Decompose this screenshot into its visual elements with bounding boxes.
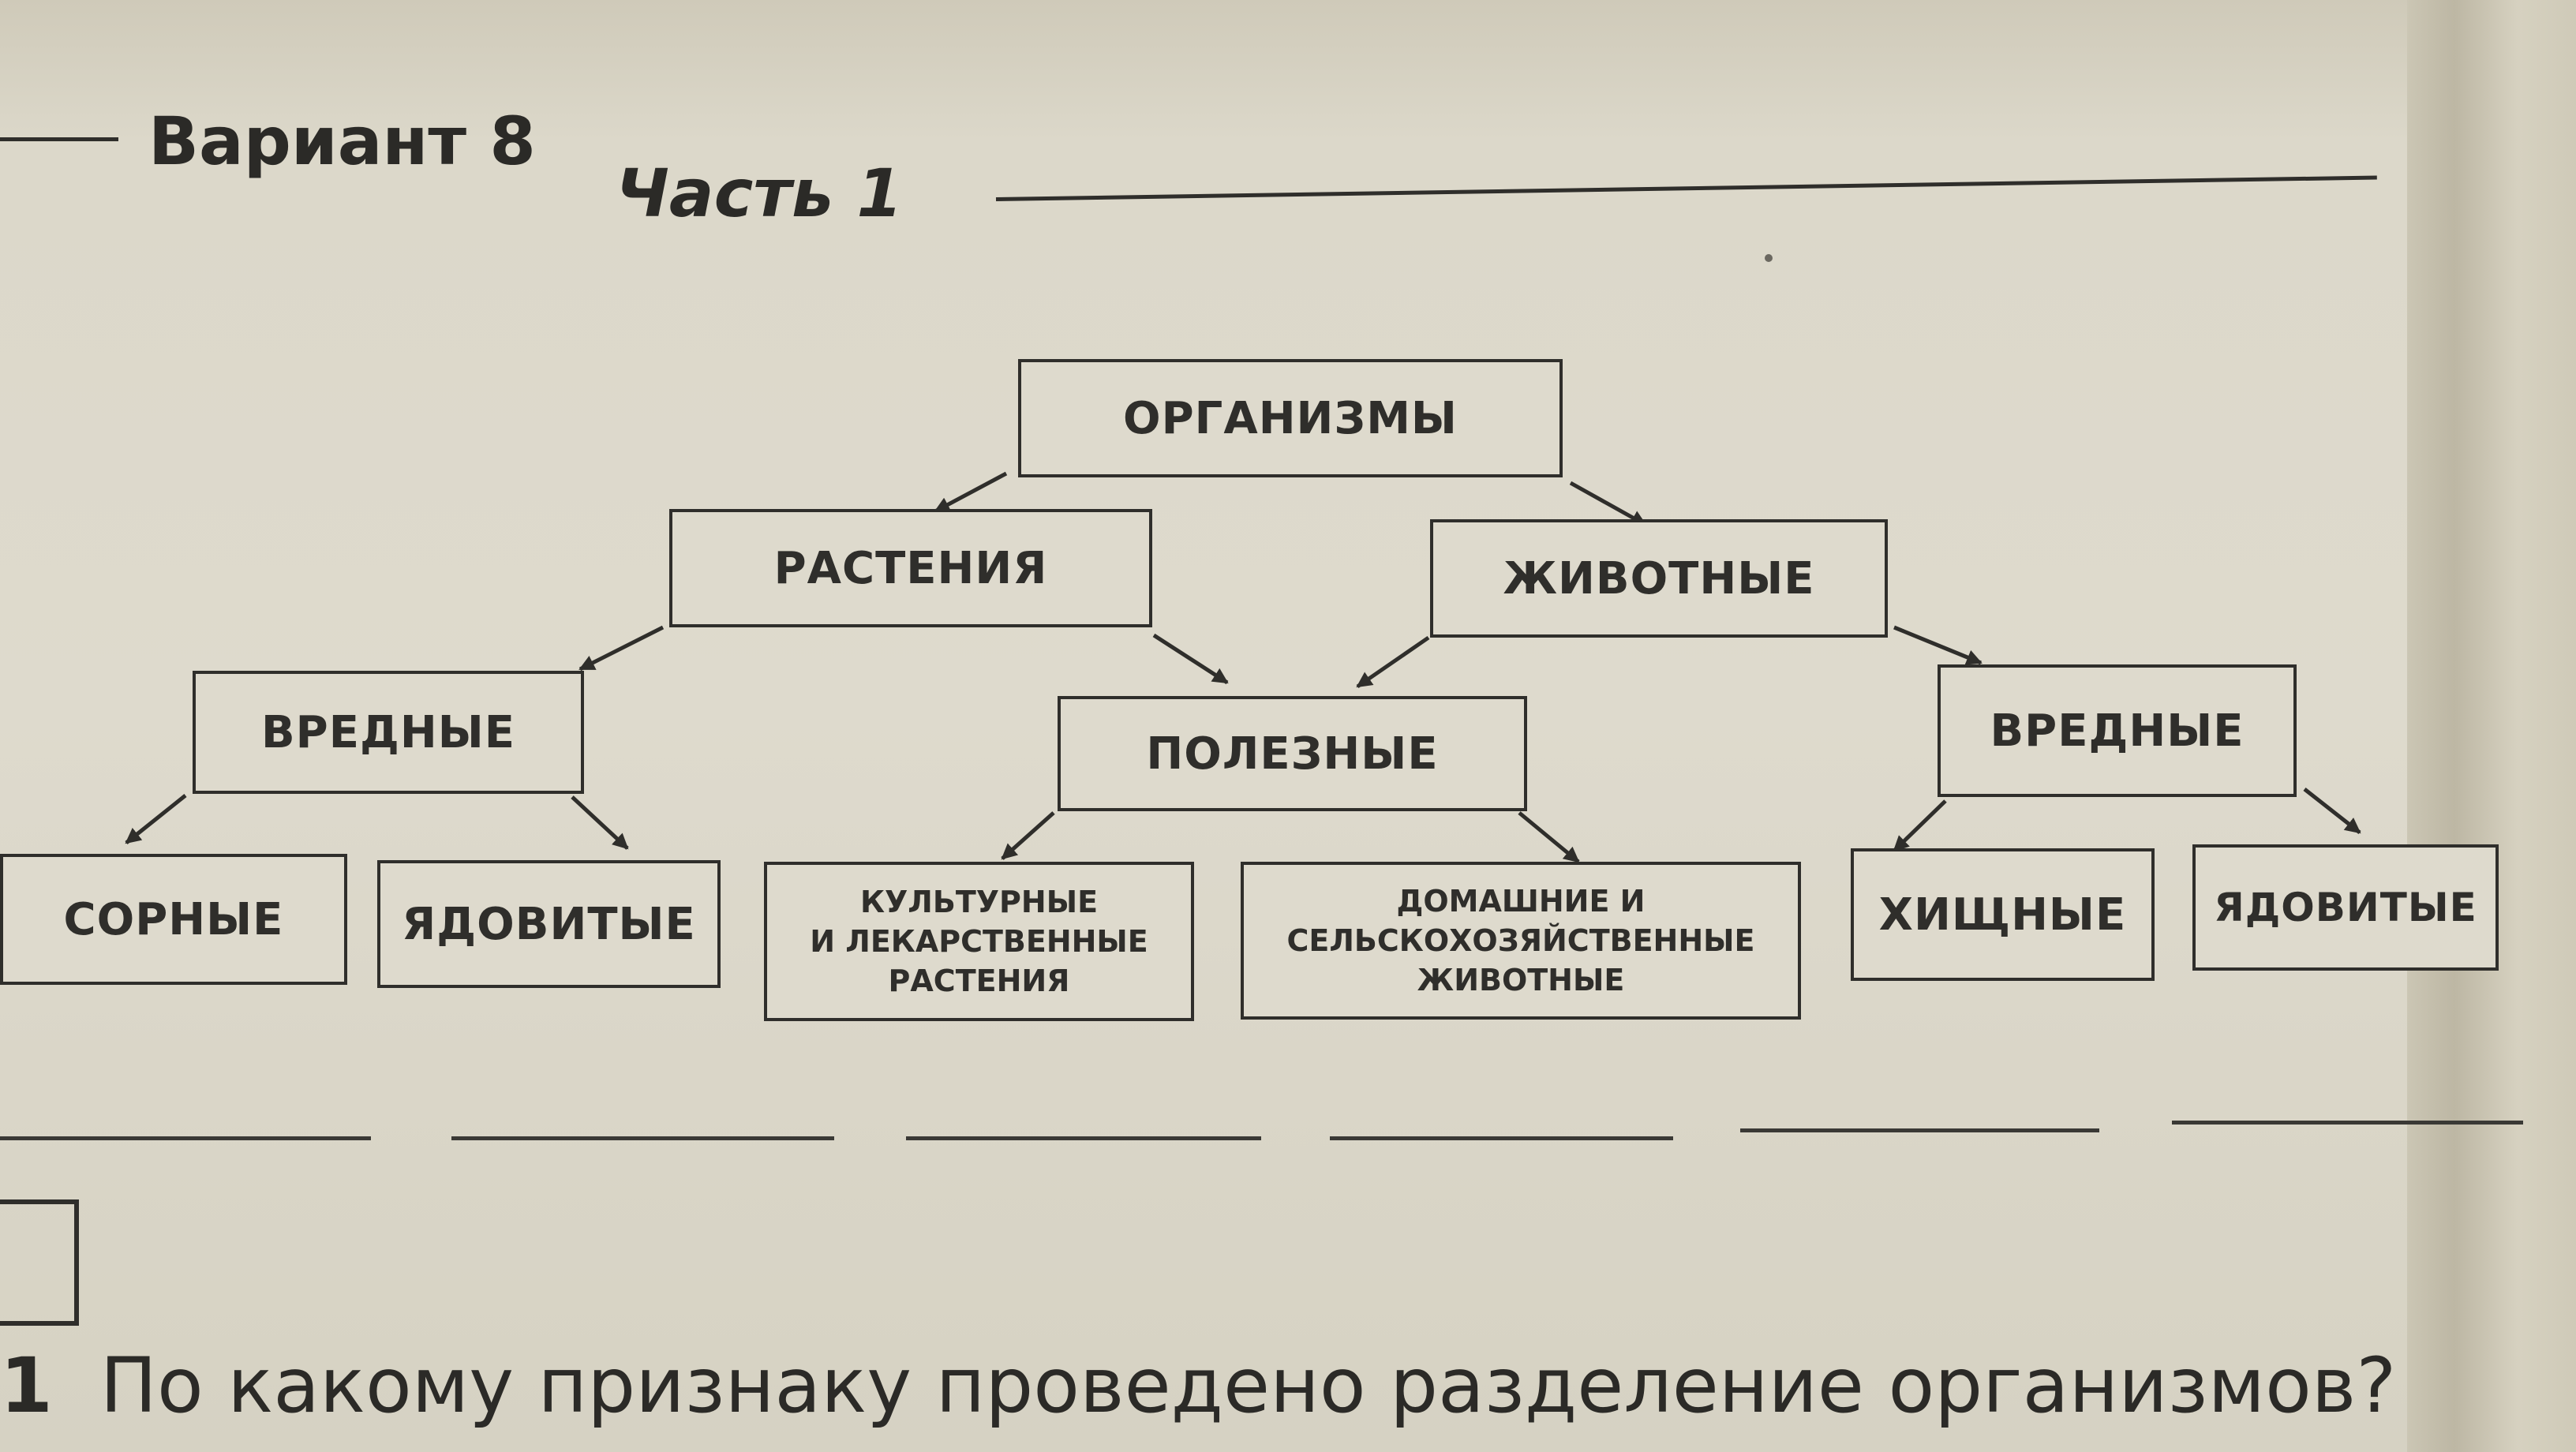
question-text: По какому признаку проведено разделение … bbox=[99, 1342, 2397, 1430]
node-predators: ХИЩНЫЕ bbox=[1851, 848, 2155, 981]
arrow-useful-to-domestic bbox=[1518, 811, 1580, 863]
domestic-line-1: ДОМАШНИЕ И bbox=[1396, 884, 1646, 919]
node-poisonous-animals: ЯДОВИТЫЕ bbox=[2192, 844, 2499, 971]
score-box[interactable] bbox=[0, 1199, 79, 1326]
node-cultivated-plants: КУЛЬТУРНЫЕ И ЛЕКАРСТВЕННЫЕ РАСТЕНИЯ bbox=[764, 862, 1194, 1021]
arrow-animals-to-harmful bbox=[1893, 625, 1983, 665]
answer-blank-1[interactable] bbox=[0, 1136, 371, 1140]
node-poisonous-plants: ЯДОВИТЫЕ bbox=[377, 860, 721, 988]
cultivated-line-2: И ЛЕКАРСТВЕННЫЕ bbox=[810, 924, 1148, 959]
cultivated-line-1: КУЛЬТУРНЫЕ bbox=[859, 885, 1099, 919]
header-rule-left bbox=[0, 137, 118, 141]
arrow-root-to-animals bbox=[1569, 481, 1647, 527]
node-plants: РАСТЕНИЯ bbox=[669, 509, 1152, 627]
variant-title: Вариант 8 bbox=[148, 103, 536, 180]
node-domestic-animals: ДОМАШНИЕ И СЕЛЬСКОХОЗЯЙСТВЕННЫЕ ЖИВОТНЫЕ bbox=[1241, 862, 1801, 1020]
question-number: 1 bbox=[0, 1342, 53, 1430]
cultivated-line-3: РАСТЕНИЯ bbox=[888, 964, 1070, 998]
arrow-plants-to-harmful bbox=[578, 625, 665, 672]
arrow-animals-to-useful bbox=[1356, 635, 1430, 689]
domestic-line-3: ЖИВОТНЫЕ bbox=[1417, 963, 1625, 997]
answer-blank-2[interactable] bbox=[451, 1136, 834, 1140]
node-animals: ЖИВОТНЫЕ bbox=[1430, 519, 1888, 638]
node-harmful-animals: ВРЕДНЫЕ bbox=[1938, 664, 2297, 797]
arrow-harmful-to-predators bbox=[1893, 799, 1947, 852]
node-weeds: СОРНЫЕ bbox=[0, 854, 347, 985]
answer-blank-6[interactable] bbox=[2172, 1121, 2523, 1125]
node-harmful-plants: ВРЕДНЫЕ bbox=[193, 671, 584, 794]
arrow-plants-to-useful bbox=[1152, 633, 1229, 685]
domestic-line-2: СЕЛЬСКОХОЗЯЙСТВЕННЫЕ bbox=[1286, 923, 1755, 958]
answer-blank-4[interactable] bbox=[1330, 1136, 1673, 1140]
paper-speck bbox=[1765, 254, 1773, 262]
arrow-harmful-to-poisonous bbox=[571, 795, 629, 850]
part-title: Часть 1 bbox=[616, 155, 903, 232]
arrow-useful-to-cultivated bbox=[1001, 811, 1055, 860]
node-useful: ПОЛЕЗНЫЕ bbox=[1058, 696, 1527, 811]
node-organisms: ОРГАНИЗМЫ bbox=[1018, 359, 1563, 477]
arrow-harmful-to-poisonous-animals bbox=[2303, 788, 2361, 834]
arrow-root-to-plants bbox=[934, 471, 1008, 514]
book-spine bbox=[2407, 0, 2576, 1452]
answer-blank-3[interactable] bbox=[906, 1136, 1261, 1140]
answer-blank-5[interactable] bbox=[1740, 1128, 2099, 1132]
question-line: 1 По какому признаку проведено разделение… bbox=[0, 1342, 2396, 1430]
arrow-harmful-to-weeds bbox=[125, 794, 187, 844]
